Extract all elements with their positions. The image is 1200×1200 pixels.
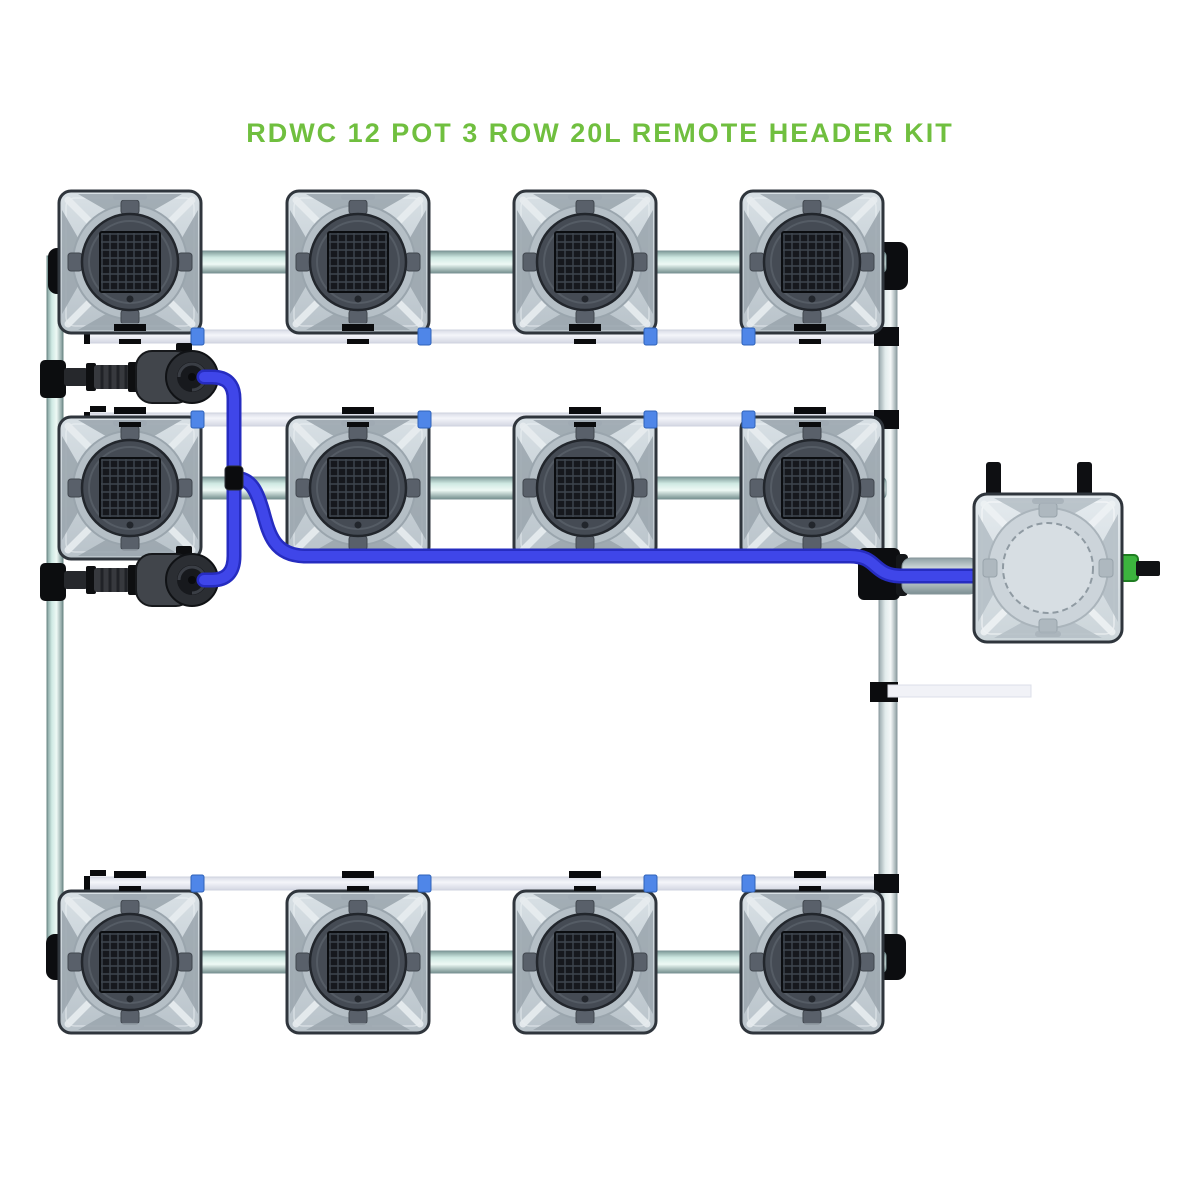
pot-pipe-clip (574, 422, 596, 427)
drain-pipe (887, 684, 1032, 698)
blue-connector (741, 327, 756, 346)
pot-pipe-clip (119, 339, 141, 344)
pot-r3-c3 (514, 891, 656, 1033)
pot-r2-c1 (59, 417, 201, 559)
pot-pipe-clip (119, 422, 141, 427)
pot-pipe-clip (342, 324, 374, 331)
remote-header (974, 462, 1160, 642)
pot-pipe-clip (794, 407, 826, 414)
pot-pipe-clip (114, 407, 146, 414)
pot-pipe-clip (794, 871, 826, 878)
blue-connector (741, 410, 756, 429)
pot-pipe-clip (114, 871, 146, 878)
pipe-end-cap (84, 329, 90, 344)
return-pipe-1 (84, 323, 899, 346)
pot-pipe-clip (574, 339, 596, 344)
pot-r2-c2 (287, 417, 429, 559)
circulation-pump-1 (38, 341, 220, 405)
blue-connector (741, 874, 756, 893)
pot-pipe-clip (799, 422, 821, 427)
pot-r1-c2 (287, 191, 429, 333)
blue-connector (190, 874, 205, 893)
blue-hoses (196, 369, 990, 588)
pot-r3-c2 (287, 891, 429, 1033)
pot-pipe-clip (799, 886, 821, 891)
pot-pipe-clip (799, 339, 821, 344)
pipe-end-cap (84, 876, 90, 891)
pot-r2-c3 (514, 417, 656, 559)
pot-r1-c3 (514, 191, 656, 333)
product-title: RDWC 12 POT 3 ROW 20L REMOTE HEADER KIT (246, 118, 954, 148)
pipe-tee-fitting (874, 327, 899, 346)
pot-pipe-clip (342, 871, 374, 878)
pot-pipe-clip (347, 886, 369, 891)
pot-pipe-clip (347, 422, 369, 427)
pot-r2-c4 (741, 417, 883, 559)
blue-connector (417, 874, 432, 893)
pipe-end-clip (90, 870, 106, 876)
pot-pipe-clip (342, 407, 374, 414)
pot-pipe-clip (347, 339, 369, 344)
hose-coupler (224, 465, 244, 491)
pot-pipe-clip (574, 886, 596, 891)
pipe-end-clip (90, 406, 106, 412)
pot-r3-c4 (741, 891, 883, 1033)
pot-r1-c1 (59, 191, 201, 333)
return-pipes (84, 323, 899, 893)
pot-pipe-clip (794, 324, 826, 331)
pot-pipe-clip (114, 324, 146, 331)
pot-pipe-clip (569, 407, 601, 414)
pot-pipe-clip (569, 871, 601, 878)
pot-pipe-clip (569, 324, 601, 331)
return-pipe-3 (84, 870, 899, 893)
white-pipe (84, 876, 887, 891)
blue-connector (190, 410, 205, 429)
pot-r1-c4 (741, 191, 883, 333)
blue-connector (643, 874, 658, 893)
pot-grid (59, 191, 883, 1033)
pot-pipe-clip (119, 886, 141, 891)
blue-connector (190, 327, 205, 346)
pot-r3-c1 (59, 891, 201, 1033)
blue-connector (643, 410, 658, 429)
pipe-tee-fitting (874, 874, 899, 893)
blue-connector (643, 327, 658, 346)
blue-connector (417, 327, 432, 346)
pipe-fittings (114, 324, 826, 893)
remote-header-tank (974, 462, 1160, 642)
blue-connector (417, 410, 432, 429)
header-feed-hose (229, 473, 987, 581)
